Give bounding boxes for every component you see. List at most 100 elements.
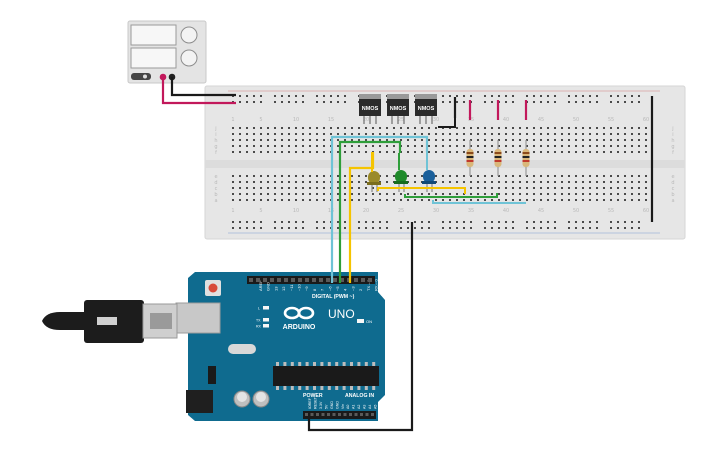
analog-pin-label: A1 xyxy=(352,405,356,409)
column-number: 45 xyxy=(538,208,544,214)
digital-pin-label: 12 xyxy=(281,286,286,291)
row-letter: d xyxy=(214,180,217,186)
digital-pin-label: ~9 xyxy=(304,286,309,291)
wire-pin-cyan[interactable] xyxy=(330,135,429,283)
row-letter: f xyxy=(672,150,674,156)
wire-led1-resistor[interactable] xyxy=(377,187,466,194)
digital-label: DIGITAL (PWM ~) xyxy=(312,294,355,300)
power-pin-label: GND xyxy=(330,401,334,409)
column-number: 5 xyxy=(259,117,262,123)
column-number: 10 xyxy=(293,117,299,123)
column-number: 20 xyxy=(363,208,369,214)
power-supply[interactable] xyxy=(127,20,207,84)
analog-pin-label: A0 xyxy=(346,405,350,409)
wire-arduino-gnd[interactable] xyxy=(307,222,414,432)
analog-header[interactable] xyxy=(340,411,376,419)
voltage-knob[interactable] xyxy=(180,26,198,44)
column-number: 60 xyxy=(643,208,649,214)
rx-label: RX xyxy=(256,325,262,329)
wire-pin-yellow[interactable] xyxy=(348,152,375,283)
arduino-uno[interactable]: ARDUINO UNO DIGITAL (PWM ~) POWER ANALOG… xyxy=(175,272,385,421)
mosfet-2[interactable]: NMOS xyxy=(387,94,409,124)
arduino-logo: ARDUINO xyxy=(283,306,316,331)
column-number: 1 xyxy=(231,208,234,214)
resistor-2[interactable] xyxy=(494,140,502,176)
column-number: 5 xyxy=(259,208,262,214)
power-pin-label: RESET xyxy=(314,396,318,409)
column-number: 60 xyxy=(643,117,649,123)
voltage-regulator xyxy=(208,366,216,384)
digital-pin-label: ~10 xyxy=(297,283,302,291)
wire-pin-green[interactable] xyxy=(338,140,402,283)
led-green[interactable] xyxy=(394,170,408,192)
usb-cable[interactable] xyxy=(42,300,178,343)
model-label: UNO xyxy=(328,307,355,321)
digital-pin-label: 13 xyxy=(273,286,278,291)
column-number: 25 xyxy=(398,117,404,123)
row-letter: i xyxy=(215,132,216,138)
power-pin-label: GND xyxy=(336,401,340,409)
resistor-3[interactable] xyxy=(522,140,530,176)
digital-pin-label: 2 xyxy=(358,288,363,291)
on-label: ON xyxy=(366,319,372,324)
row-letter: g xyxy=(214,144,217,150)
digital-pin-label: 8 xyxy=(312,288,317,291)
column-number: 50 xyxy=(573,208,579,214)
mosfet-1[interactable]: NMOS xyxy=(359,94,381,124)
on-led xyxy=(357,319,364,323)
led-blue[interactable] xyxy=(422,170,436,192)
row-letter: d xyxy=(671,180,674,186)
row-letter: a xyxy=(214,198,217,204)
row-letter: h xyxy=(671,138,674,144)
power-jack[interactable] xyxy=(186,390,213,413)
wire-psu-negative[interactable] xyxy=(170,77,236,97)
power-pin-label: IOREF xyxy=(308,397,312,409)
row-letter: b xyxy=(671,192,674,198)
current-knob[interactable] xyxy=(180,49,198,67)
wire-led3-resistor[interactable] xyxy=(432,200,526,204)
column-number: 55 xyxy=(608,117,614,123)
wire-psu-positive[interactable] xyxy=(161,77,236,105)
row-letter: j xyxy=(214,126,216,132)
digital-pin-label: ~5 xyxy=(335,286,340,291)
mosfet-2-label: NMOS xyxy=(390,106,407,112)
wire-led2-resistor[interactable] xyxy=(404,193,498,198)
wire-gnd-mosfet[interactable] xyxy=(438,118,456,128)
column-number: 30 xyxy=(433,117,439,123)
row-letter: a xyxy=(671,198,674,204)
usb-port[interactable] xyxy=(175,302,221,334)
l-label: L xyxy=(258,307,260,311)
row-letter: e xyxy=(214,174,217,180)
power-pin-label: 3.3V xyxy=(319,401,323,409)
column-number: 40 xyxy=(503,208,509,214)
mosfet-3[interactable]: NMOS xyxy=(415,94,437,124)
breadboard[interactable]: 1155101015152020252530303535404045455050… xyxy=(204,85,686,240)
digital-header[interactable] xyxy=(247,276,375,284)
column-number: 25 xyxy=(398,208,404,214)
column-number: 20 xyxy=(363,117,369,123)
analog-pin-label: A4 xyxy=(368,405,372,409)
voltage-display xyxy=(130,24,177,46)
current-display xyxy=(130,47,177,69)
column-number: 1 xyxy=(231,117,234,123)
digital-pin-label: RX←0 xyxy=(374,278,379,291)
column-number: 15 xyxy=(328,117,334,123)
column-number: 40 xyxy=(503,117,509,123)
column-number: 55 xyxy=(608,208,614,214)
crystal xyxy=(228,344,256,354)
analog-label: ANALOG IN xyxy=(345,393,374,399)
digital-pin-label: 7 xyxy=(320,288,325,291)
digital-pin-label: 4 xyxy=(343,288,348,291)
mosfet-1-label: NMOS xyxy=(362,106,379,112)
tx-label: TX xyxy=(256,319,261,323)
header-pins xyxy=(249,278,374,416)
power-switch[interactable] xyxy=(131,73,151,80)
row-letter: f xyxy=(215,150,217,156)
analog-pin-label: A5 xyxy=(374,405,378,409)
resistor-1[interactable] xyxy=(466,140,474,176)
column-number: 10 xyxy=(293,208,299,214)
analog-pin-label: A2 xyxy=(357,405,361,409)
analog-pin-label: A3 xyxy=(363,405,367,409)
